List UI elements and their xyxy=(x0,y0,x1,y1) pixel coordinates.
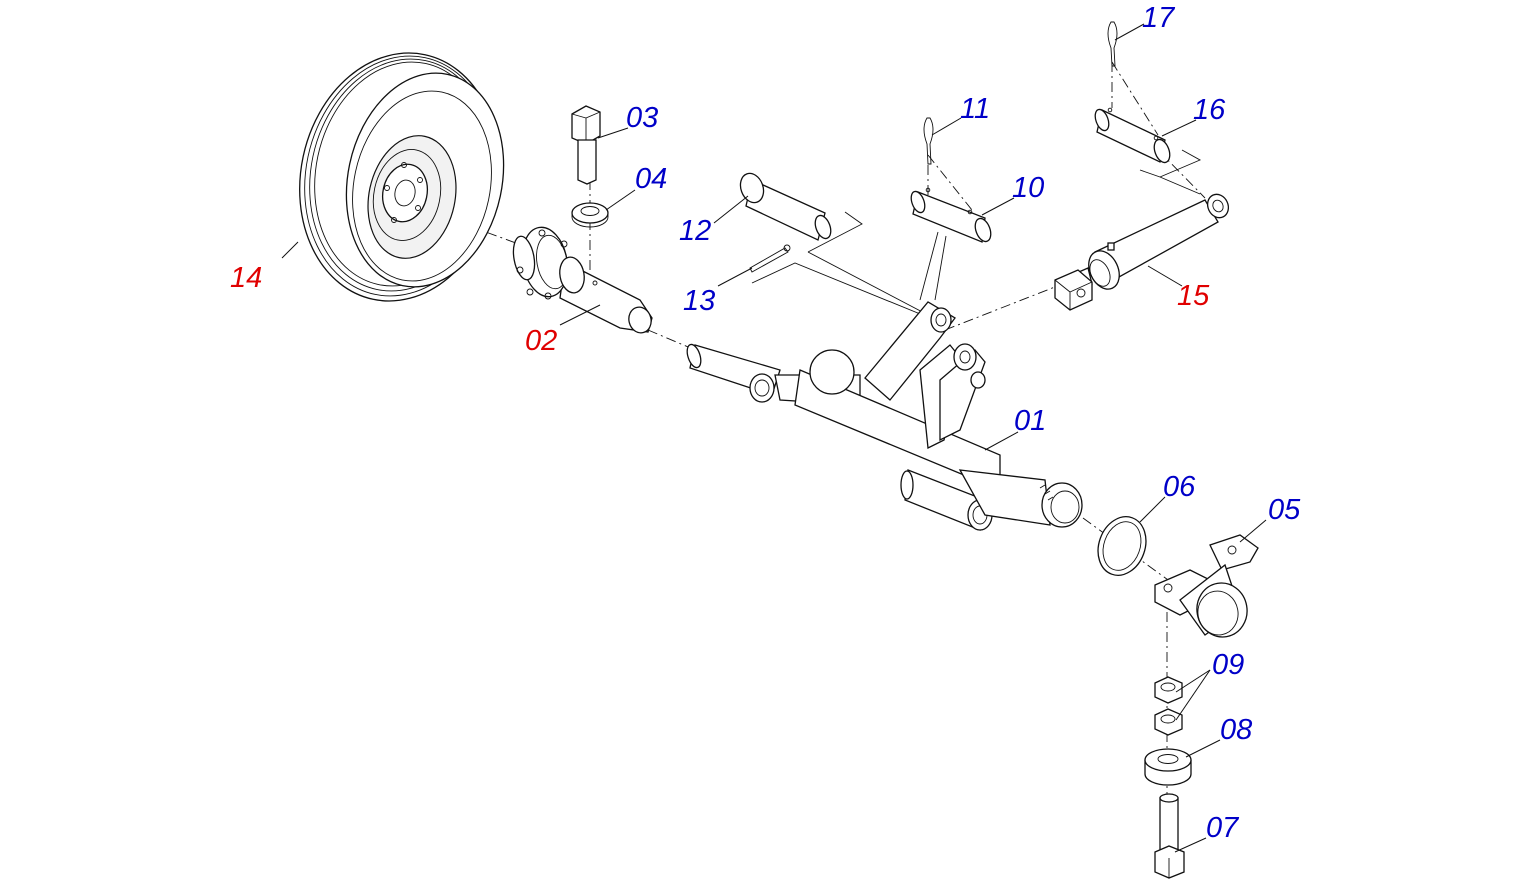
part-labels: 01 02 03 04 05 06 07 08 09 10 11 12 13 1… xyxy=(230,2,1301,844)
label-01: 01 xyxy=(1014,405,1046,437)
cotter-pin-13 xyxy=(749,244,791,273)
cotter-pin-11 xyxy=(923,117,934,165)
label-07: 07 xyxy=(1206,812,1240,844)
pivot-bracket xyxy=(1154,534,1259,638)
label-06: 06 xyxy=(1163,471,1196,503)
hub-spindle xyxy=(512,226,653,334)
spacer xyxy=(1144,748,1192,786)
pin-12 xyxy=(739,172,832,241)
label-17: 17 xyxy=(1142,2,1176,34)
wheel xyxy=(299,52,505,302)
label-15: 15 xyxy=(1177,280,1210,312)
label-16: 16 xyxy=(1193,94,1226,126)
nuts xyxy=(1154,676,1183,736)
label-05: 05 xyxy=(1268,494,1301,526)
label-11: 11 xyxy=(960,93,990,125)
assembly-axes xyxy=(411,61,1206,860)
label-04: 04 xyxy=(635,163,667,195)
label-13: 13 xyxy=(683,285,715,317)
label-12: 12 xyxy=(679,215,711,247)
label-02: 02 xyxy=(525,325,557,357)
label-10: 10 xyxy=(1012,172,1044,204)
pin-10 xyxy=(910,187,992,243)
hydraulic-cylinder xyxy=(1054,193,1230,311)
main-frame xyxy=(686,301,1083,531)
bolt-07 xyxy=(1154,793,1185,879)
bolt xyxy=(571,105,601,185)
leader-lines xyxy=(281,23,1267,853)
pin-16 xyxy=(1094,107,1171,164)
o-ring xyxy=(1097,516,1147,576)
label-14: 14 xyxy=(230,262,262,294)
cotter-pin-17 xyxy=(1107,21,1118,67)
washer xyxy=(571,202,609,228)
label-03: 03 xyxy=(626,102,658,134)
label-08: 08 xyxy=(1220,714,1252,746)
label-09: 09 xyxy=(1212,649,1244,681)
